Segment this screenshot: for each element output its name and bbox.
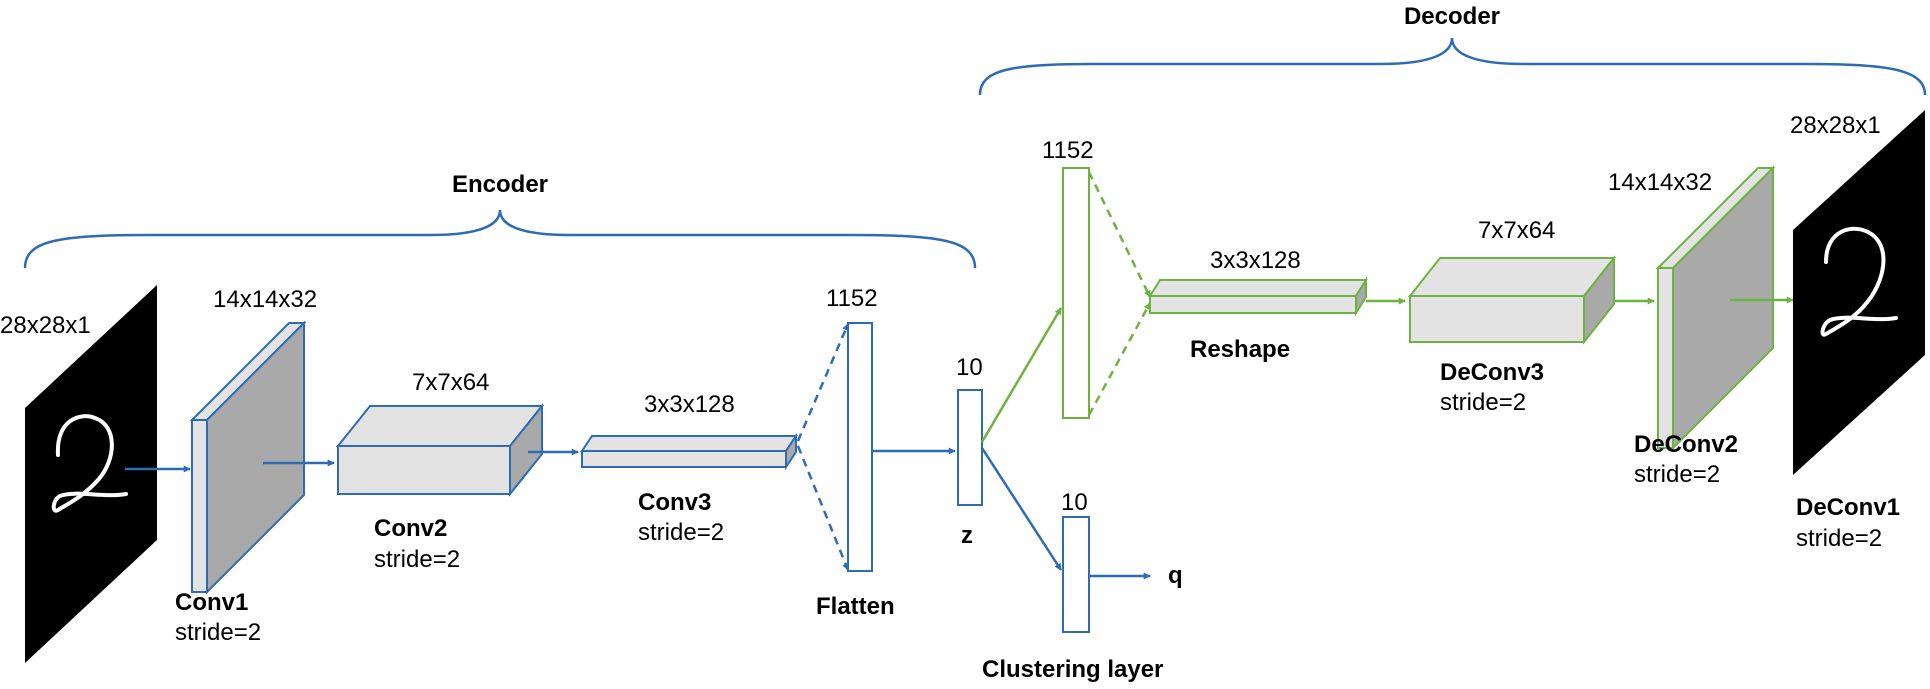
input-shape-label: 28x28x1: [0, 312, 91, 339]
conv1-stride-label: stride=2: [175, 619, 261, 646]
encoder-title: Encoder: [452, 171, 548, 198]
output-shape-label: 28x28x1: [1790, 112, 1881, 139]
deconv2-shape-label: 14x14x32: [1608, 169, 1712, 196]
deconv2-stride-label: stride=2: [1634, 461, 1720, 488]
conv2-shape-label: 7x7x64: [412, 369, 489, 396]
arrow-z-to-clustering: [980, 447, 1063, 571]
deconv3-shape-label: 7x7x64: [1478, 217, 1555, 244]
conv1-name-label: Conv1: [175, 589, 248, 616]
arrow-conv3-to-flatten-bottom: [796, 445, 850, 571]
output-digit-image: [1793, 110, 1925, 475]
dense-shape-label: 1152: [1042, 137, 1094, 164]
arrow-conv3-to-flatten-top: [796, 323, 850, 442]
input-digit-image: [25, 285, 157, 663]
clustering-shape-label: 10: [1061, 489, 1088, 516]
dense-vector: [1062, 167, 1090, 419]
conv3-shape-label: 3x3x128: [644, 391, 735, 418]
deconv3-stride-label: stride=2: [1440, 389, 1526, 416]
arrow-dense-to-reshape-top: [1087, 171, 1152, 298]
arrow-z-to-dense: [980, 307, 1063, 443]
encoder-connections: [125, 323, 1151, 580]
reshape-shape-label: 3x3x128: [1210, 247, 1301, 274]
reshape-name-label: Reshape: [1190, 336, 1290, 363]
embedding-vector: [957, 389, 983, 506]
deconv2-name-label: DeConv2: [1634, 431, 1738, 458]
deconv1-name-label: DeConv1: [1796, 494, 1900, 521]
encoder-brace: [23, 209, 977, 269]
decoder-title: Decoder: [1404, 3, 1500, 30]
conv3-name-label: Conv3: [638, 489, 711, 516]
conv1-shape-label: 14x14x32: [213, 286, 317, 313]
embedding-shape-label: 10: [956, 354, 983, 381]
conv2-name-label: Conv2: [374, 515, 447, 542]
conv2-block: [335, 403, 545, 497]
conv1-block: [189, 320, 307, 595]
deconv3-name-label: DeConv3: [1440, 359, 1544, 386]
conv2-stride-label: stride=2: [374, 546, 460, 573]
conv3-block: [580, 432, 798, 471]
reshape-block: [1148, 276, 1368, 317]
decoder-connections: [980, 171, 1794, 443]
conv3-stride-label: stride=2: [638, 519, 724, 546]
clustering-name-label: Clustering layer: [982, 656, 1163, 683]
deconv2-block: [1655, 165, 1776, 451]
flatten-vector: [847, 322, 873, 572]
clustering-output-label: q: [1168, 562, 1183, 589]
flatten-name-label: Flatten: [816, 593, 895, 620]
decoder-brace: [978, 37, 1927, 96]
deconv3-block: [1407, 255, 1617, 345]
deconv1-stride-label: stride=2: [1796, 525, 1882, 552]
arrow-dense-to-reshape-bottom: [1087, 302, 1152, 416]
clustering-vector: [1062, 516, 1090, 633]
embedding-name-label: z: [961, 522, 973, 549]
flatten-shape-label: 1152: [826, 285, 878, 312]
